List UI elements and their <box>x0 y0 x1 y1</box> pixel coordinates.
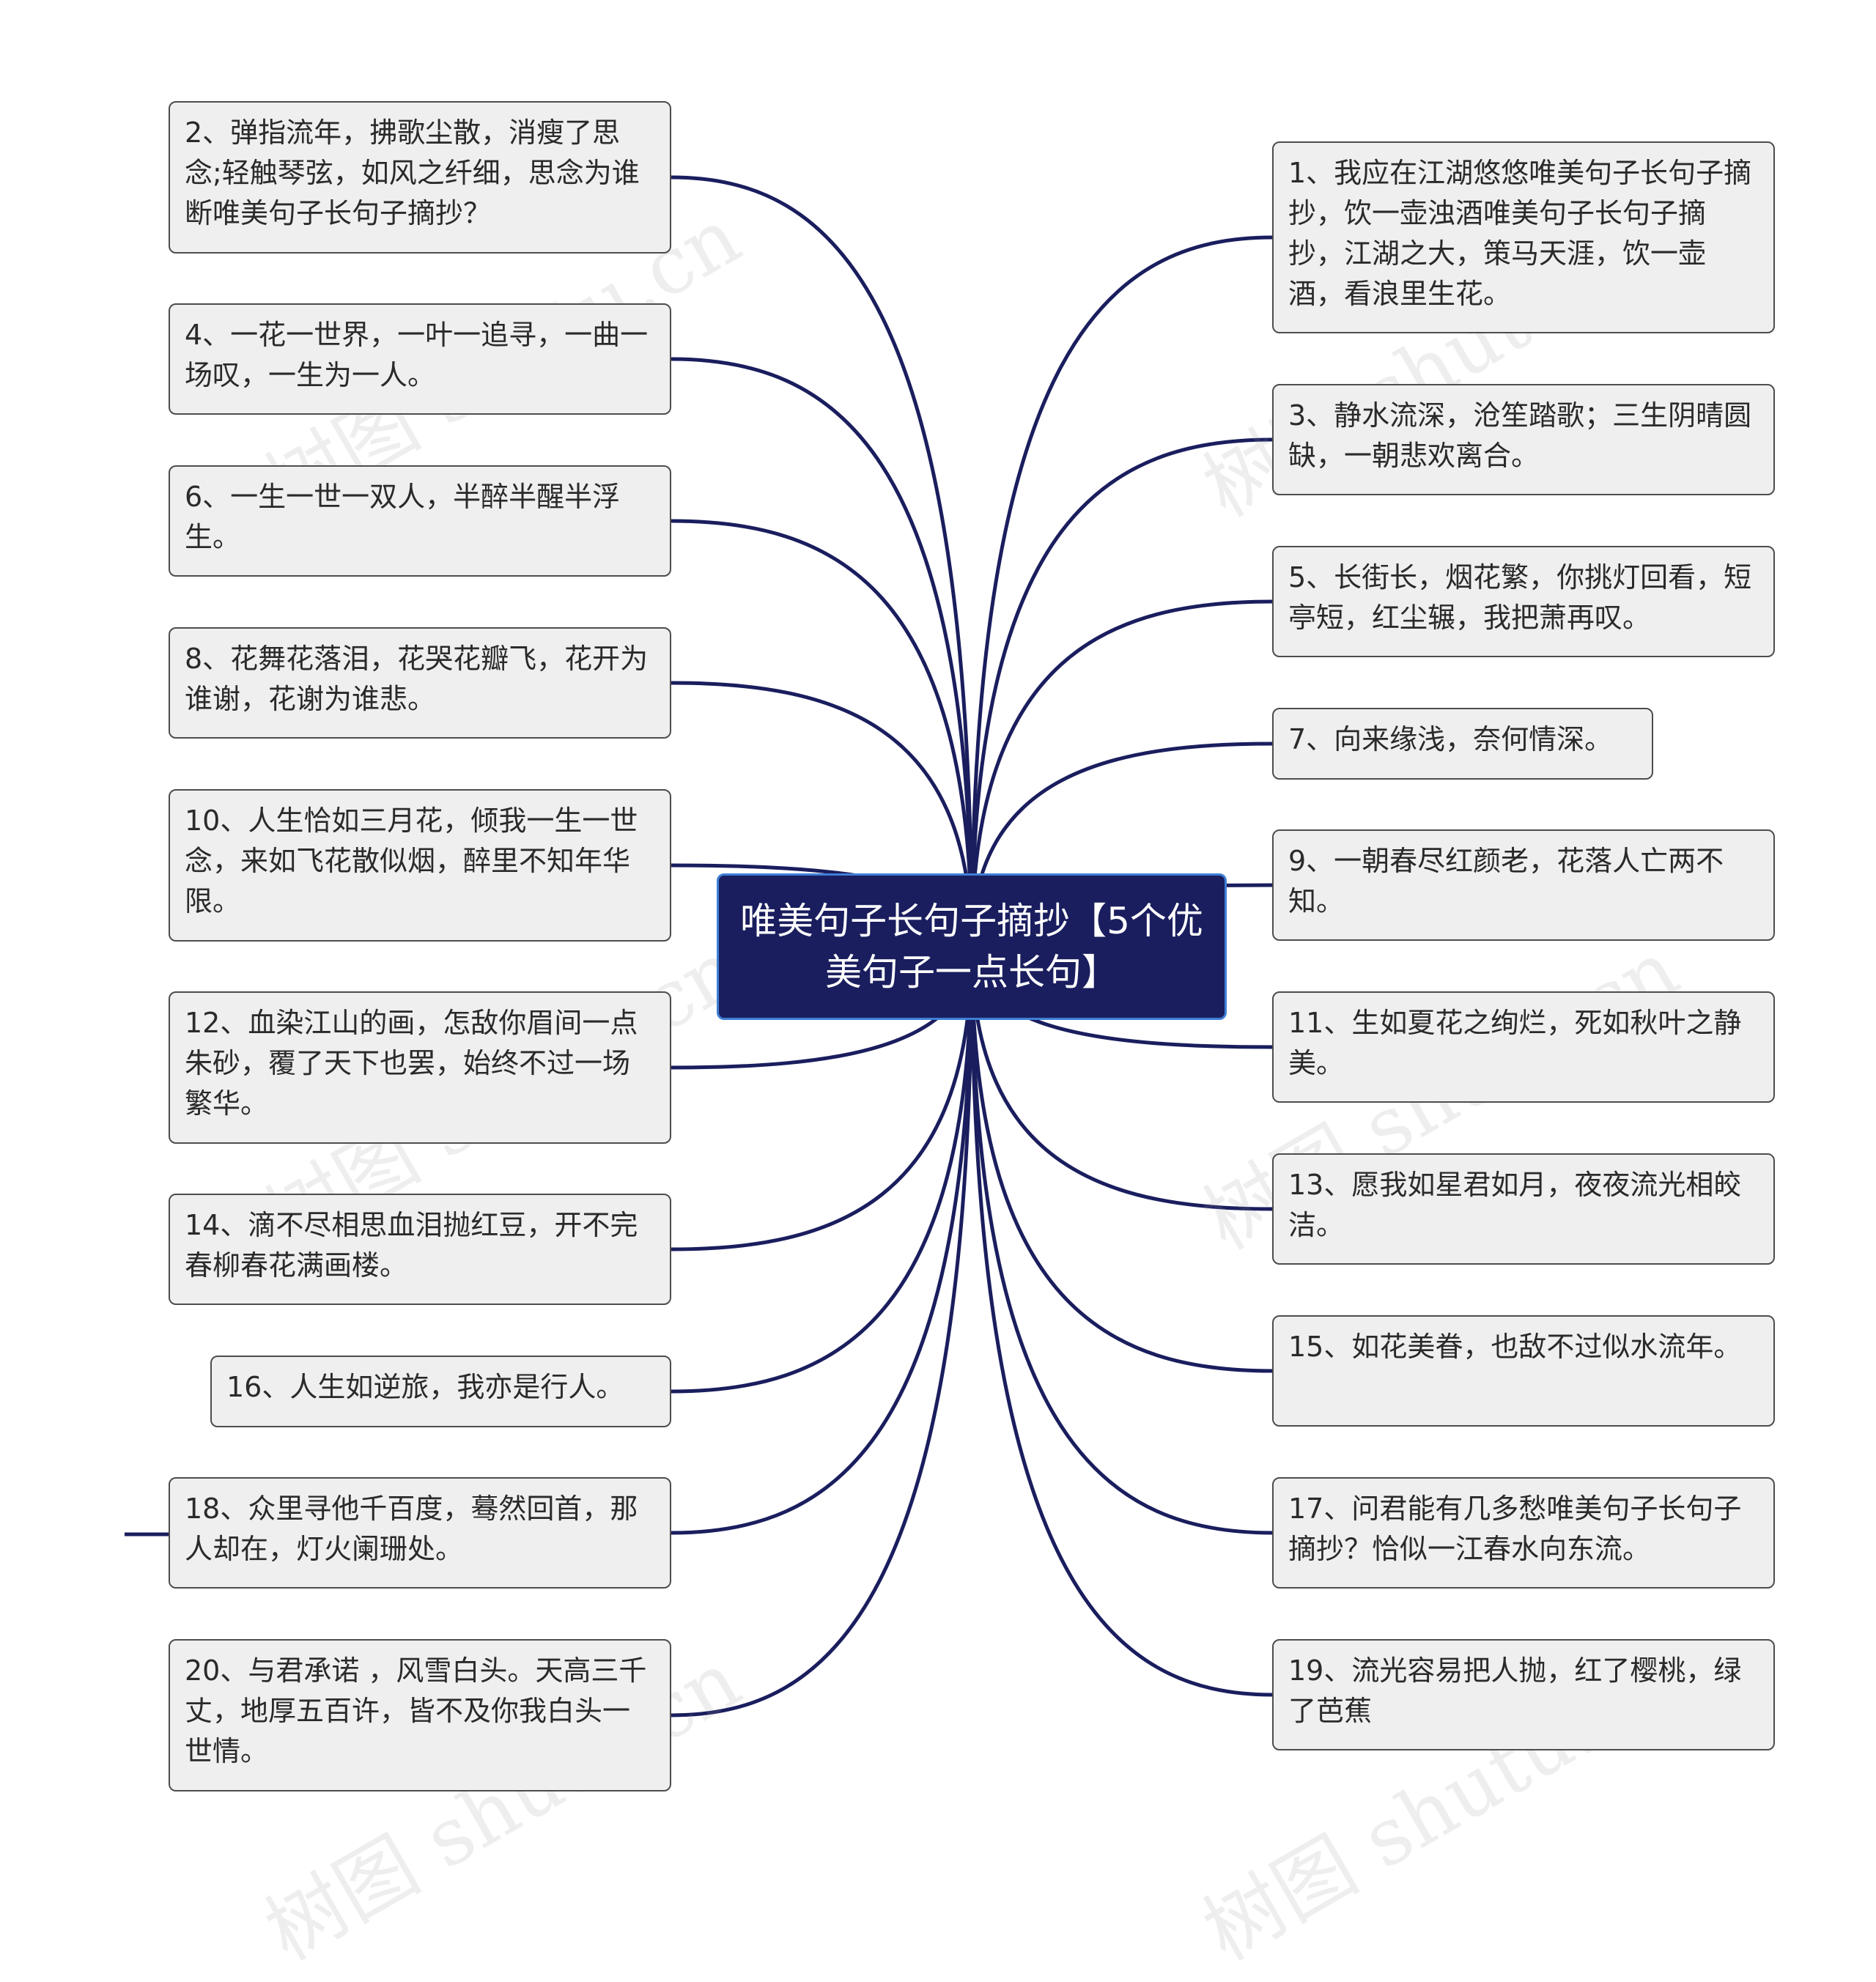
left-node-5[interactable]: 10、人生恰如三月花，倾我一生一世念，来如飞花散似烟，醉里不知年华限。 <box>169 789 671 942</box>
left-node-2[interactable]: 4、一花一世界，一叶一追寻，一曲一场叹，一生为一人。 <box>169 303 671 415</box>
left-node-6[interactable]: 12、血染江山的画，怎敌你眉间一点朱砂，覆了天下也罢，始终不过一场繁华。 <box>169 991 671 1144</box>
left-connector-1 <box>671 175 974 947</box>
left-connector-9 <box>671 946 974 1535</box>
left-connector-7 <box>671 946 974 1251</box>
right-node-1[interactable]: 1、我应在江湖悠悠唯美句子长句子摘抄，饮一壶浊酒唯美句子长句子摘抄，江湖之大，策… <box>1272 141 1775 333</box>
left-node-10[interactable]: 20、与君承诺 ，风雪白头。天高三千丈，地厚五百许，皆不及你我白头一世情。 <box>169 1639 671 1791</box>
right-node-5[interactable]: 9、一朝春尽红颜老，花落人亡两不知。 <box>1272 829 1775 941</box>
right-node-2[interactable]: 3、静水流深，沧笙踏歌；三生阴晴圆缺，一朝悲欢离合。 <box>1272 384 1775 495</box>
right-node-7[interactable]: 13、愿我如星君如月，夜夜流光相皎洁。 <box>1272 1153 1775 1265</box>
root-topic[interactable]: 唯美句子长句子摘抄【5个优美句子一点长句】 <box>717 873 1227 1020</box>
right-node-8[interactable]: 15、如花美眷，也敌不过似水流年。 <box>1272 1315 1775 1427</box>
root-topic-label: 唯美句子长句子摘抄【5个优美句子一点长句】 <box>740 900 1203 994</box>
left-connector-2 <box>671 357 974 947</box>
right-connector-8 <box>970 946 1273 1373</box>
left-node-9[interactable]: 18、众里寻他千百度，蓦然回首，那人却在，灯火阑珊处。 <box>169 1477 671 1589</box>
right-node-9[interactable]: 17、问君能有几多愁唯美句子长句子摘抄？恰似一江春水向东流。 <box>1272 1477 1775 1589</box>
left-node-3[interactable]: 6、一生一世一双人，半醉半醒半浮生。 <box>169 465 671 577</box>
right-node-3[interactable]: 5、长街长，烟花繁，你挑灯回看，短亭短，红尘辗，我把萧再叹。 <box>1272 546 1775 657</box>
left-connector-4 <box>671 681 974 947</box>
right-connector-2 <box>970 437 1273 947</box>
left-connector-3 <box>671 519 974 947</box>
right-node-6[interactable]: 11、生如夏花之绚烂，死如秋叶之静美。 <box>1272 991 1775 1103</box>
left-node-1[interactable]: 2、弹指流年，拂歌尘散，消瘦了思念;轻触琴弦，如风之纤细，思念为谁断唯美句子长句… <box>169 101 671 254</box>
right-node-4[interactable]: 7、向来缘浅，奈何情深。 <box>1272 708 1653 780</box>
right-connector-3 <box>970 599 1273 947</box>
left-connector-8 <box>671 946 974 1394</box>
right-connector-9 <box>970 946 1273 1535</box>
left-node-4[interactable]: 8、花舞花落泪，花哭花瓣飞，花开为谁谢，花谢为谁悲。 <box>169 627 671 739</box>
left-connector-10 <box>671 946 974 1717</box>
right-connector-7 <box>970 946 1273 1211</box>
right-connector-10 <box>970 946 1273 1697</box>
right-connector-1 <box>970 235 1273 947</box>
left-node-8[interactable]: 16、人生如逆旅，我亦是行人。 <box>210 1356 671 1427</box>
right-node-10[interactable]: 19、流光容易把人抛，红了樱桃，绿了芭蕉 <box>1272 1639 1775 1750</box>
left-node-7[interactable]: 14、滴不尽相思血泪抛红豆，开不完春柳春花满画楼。 <box>169 1194 671 1305</box>
